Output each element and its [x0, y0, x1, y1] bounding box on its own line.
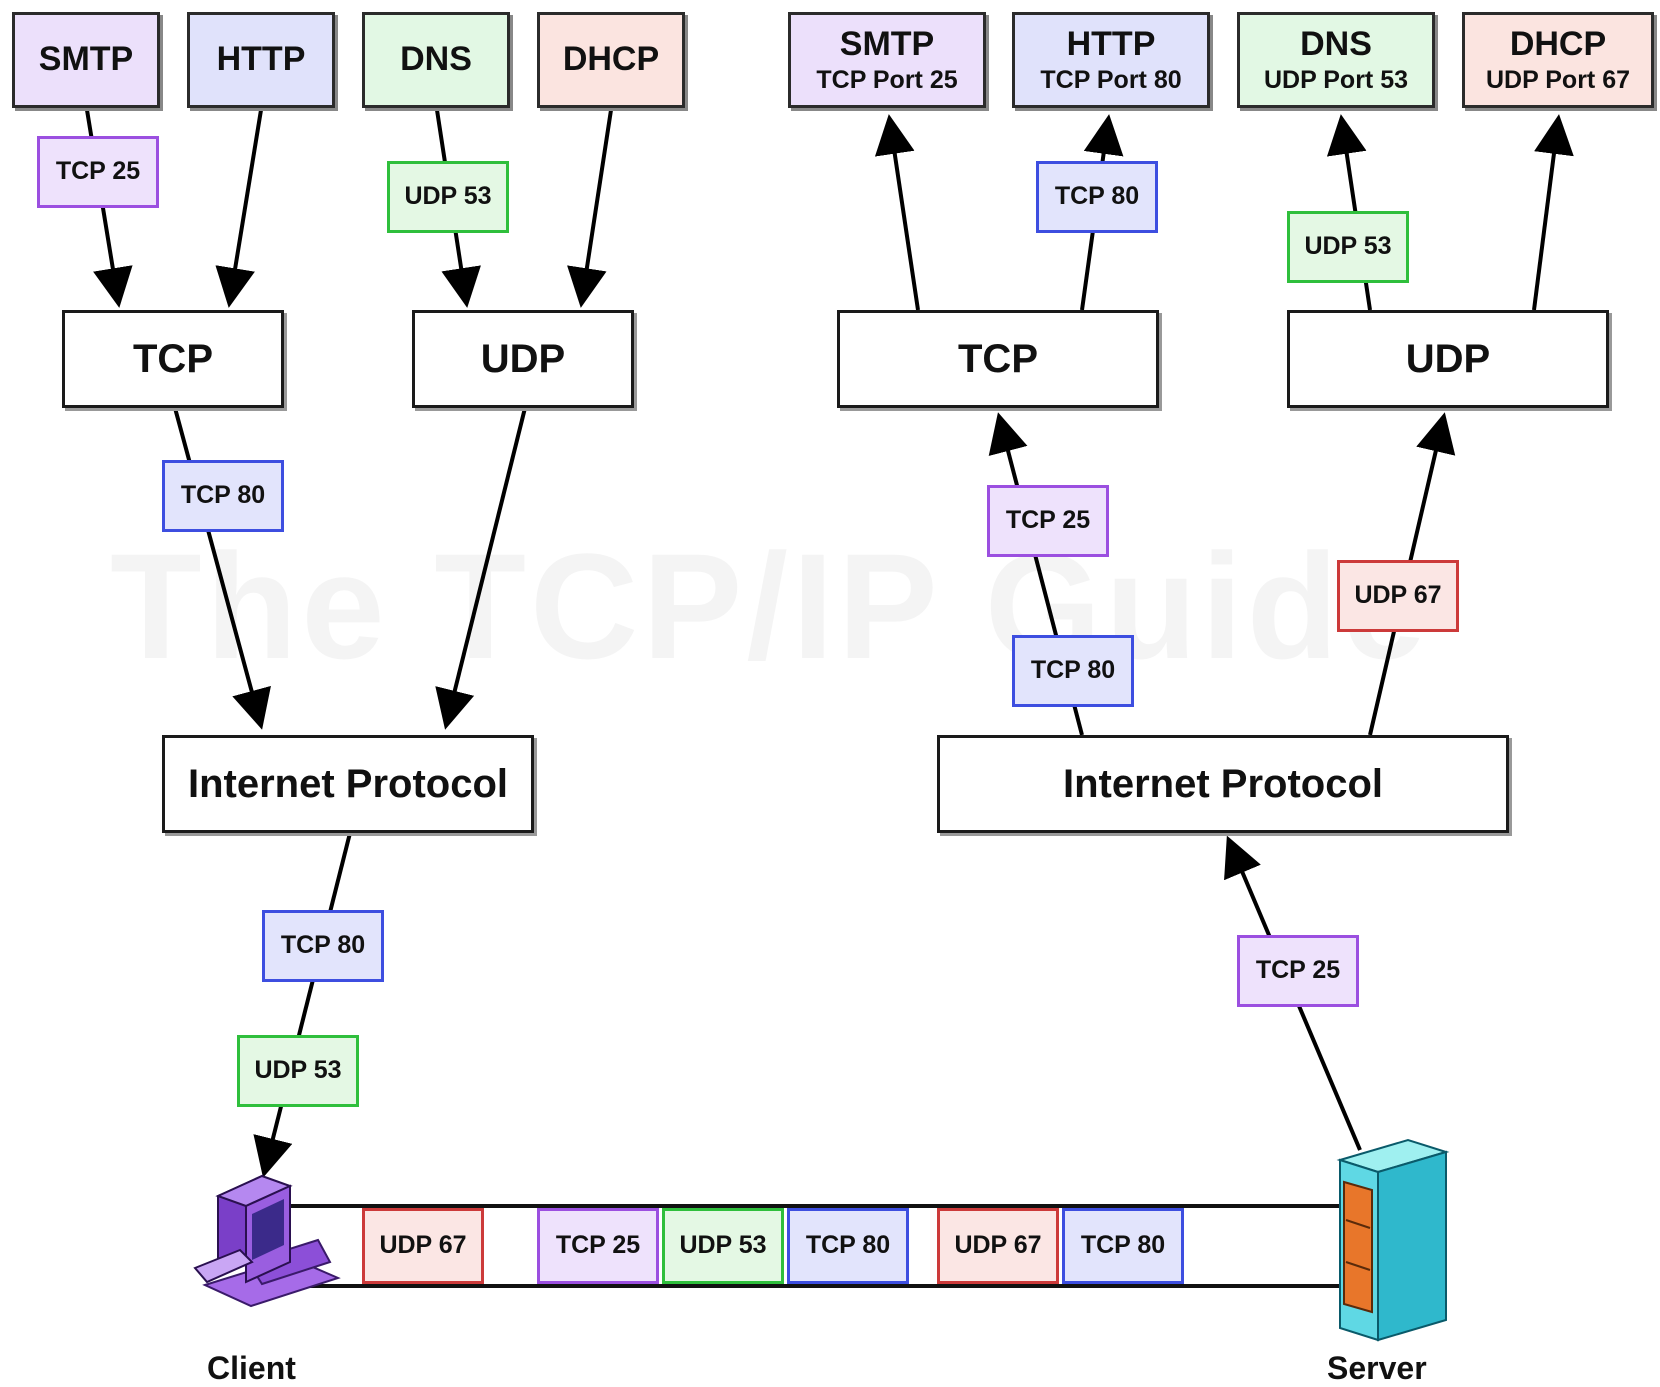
server-app-http: HTTP TCP Port 80: [1012, 12, 1210, 108]
client-app-dns-label: DNS: [400, 40, 472, 79]
watermark-text: The TCP/IP Guide: [110, 520, 1430, 693]
server-tag-ip-to-tcp-tcp25: TCP 25: [987, 485, 1109, 557]
server-tcp-layer: TCP: [837, 310, 1159, 408]
server-tag-dns-udp53: UDP 53: [1287, 211, 1409, 283]
client-app-smtp-label: SMTP: [38, 40, 134, 79]
server-tag-ip-to-tcp-tcp80: TCP 80: [1012, 635, 1134, 707]
client-tag-tcp-to-ip-tcp80: TCP 80: [162, 460, 284, 532]
server-app-dhcp-label: DHCP: [1509, 24, 1607, 63]
server-udp-layer: UDP: [1287, 310, 1609, 408]
client-tag-ip-down-tcp80: TCP 80: [262, 910, 384, 982]
server-ip-layer: Internet Protocol: [937, 735, 1509, 833]
server-app-smtp: SMTP TCP Port 25: [788, 12, 986, 108]
server-caption: Server: [1327, 1350, 1427, 1386]
link-segment-udp67-a: UDP 67: [362, 1208, 484, 1284]
server-app-dns: DNS UDP Port 53: [1237, 12, 1435, 108]
arrow-tcp-to-ip: [173, 407, 271, 730]
link-segment-tcp80-b: TCP 80: [1062, 1208, 1184, 1284]
server-tower-icon: [1336, 1138, 1450, 1342]
client-tag-ip-down-udp53: UDP 53: [237, 1035, 359, 1107]
arrow-udp-to-dhcp: [1532, 114, 1574, 311]
arrow-tcp-to-smtp: [874, 114, 920, 311]
client-tag-smtp-tcp25: TCP 25: [37, 136, 159, 208]
desktop-computer-icon: [193, 1174, 341, 1308]
client-app-dns: DNS: [362, 12, 510, 108]
arrow-http-to-tcp: [215, 109, 263, 308]
server-app-smtp-port: TCP Port 25: [816, 65, 958, 94]
server-app-dns-label: DNS: [1300, 24, 1372, 63]
server-app-smtp-label: SMTP: [839, 24, 935, 63]
server-app-dhcp-port: UDP Port 67: [1485, 65, 1631, 94]
link-segment-tcp80-a: TCP 80: [787, 1208, 909, 1284]
client-ip-layer: Internet Protocol: [162, 735, 534, 833]
link-segment-tcp25: TCP 25: [537, 1208, 659, 1284]
arrow-dhcp-to-udp: [567, 109, 613, 308]
server-tag-up-tcp25: TCP 25: [1237, 935, 1359, 1007]
client-app-dhcp: DHCP: [537, 12, 685, 108]
link-segment-udp67-b: UDP 67: [937, 1208, 1059, 1284]
link-segment-udp53: UDP 53: [662, 1208, 784, 1284]
client-app-dhcp-label: DHCP: [562, 40, 660, 79]
client-tcp-layer: TCP: [62, 310, 284, 408]
server-app-http-label: HTTP: [1066, 24, 1156, 63]
client-caption: Client: [207, 1350, 296, 1386]
server-app-dns-port: UDP Port 53: [1263, 65, 1409, 94]
client-udp-layer: UDP: [412, 310, 634, 408]
server-tag-http-tcp80: TCP 80: [1036, 161, 1158, 233]
client-app-smtp: SMTP: [12, 12, 160, 108]
server-app-dhcp: DHCP UDP Port 67: [1462, 12, 1654, 108]
client-app-http: HTTP: [187, 12, 335, 108]
client-app-http-label: HTTP: [216, 40, 306, 79]
server-tag-ip-to-udp-udp67: UDP 67: [1337, 560, 1459, 632]
server-app-http-port: TCP Port 80: [1040, 65, 1182, 94]
arrow-ip-to-client: [253, 832, 352, 1178]
arrow-udp-to-ip: [435, 407, 527, 730]
client-tag-dns-udp53: UDP 53: [387, 161, 509, 233]
